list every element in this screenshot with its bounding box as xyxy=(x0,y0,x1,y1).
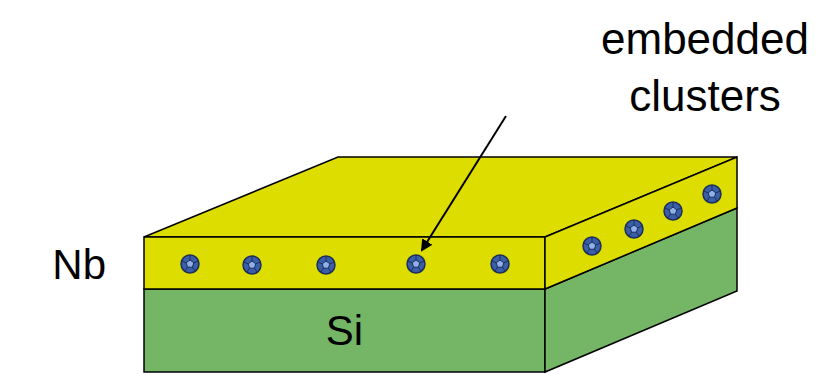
cluster xyxy=(491,255,509,273)
cluster xyxy=(664,202,682,220)
cluster xyxy=(407,255,425,273)
nb-front xyxy=(144,237,545,289)
leader-arrow xyxy=(422,116,506,250)
cluster xyxy=(317,256,335,274)
si-front xyxy=(144,289,545,372)
layer-label: Nb xyxy=(52,241,106,289)
callout-label: embedded clusters xyxy=(575,10,835,124)
nb-side xyxy=(545,157,737,289)
cluster xyxy=(181,255,199,273)
layer-label: Si xyxy=(326,307,363,355)
cluster xyxy=(625,220,643,238)
nb-layer: Nb xyxy=(144,237,545,289)
si-substrate: Si xyxy=(144,289,545,372)
cluster xyxy=(703,185,721,203)
cluster xyxy=(243,256,261,274)
cluster xyxy=(583,237,601,255)
